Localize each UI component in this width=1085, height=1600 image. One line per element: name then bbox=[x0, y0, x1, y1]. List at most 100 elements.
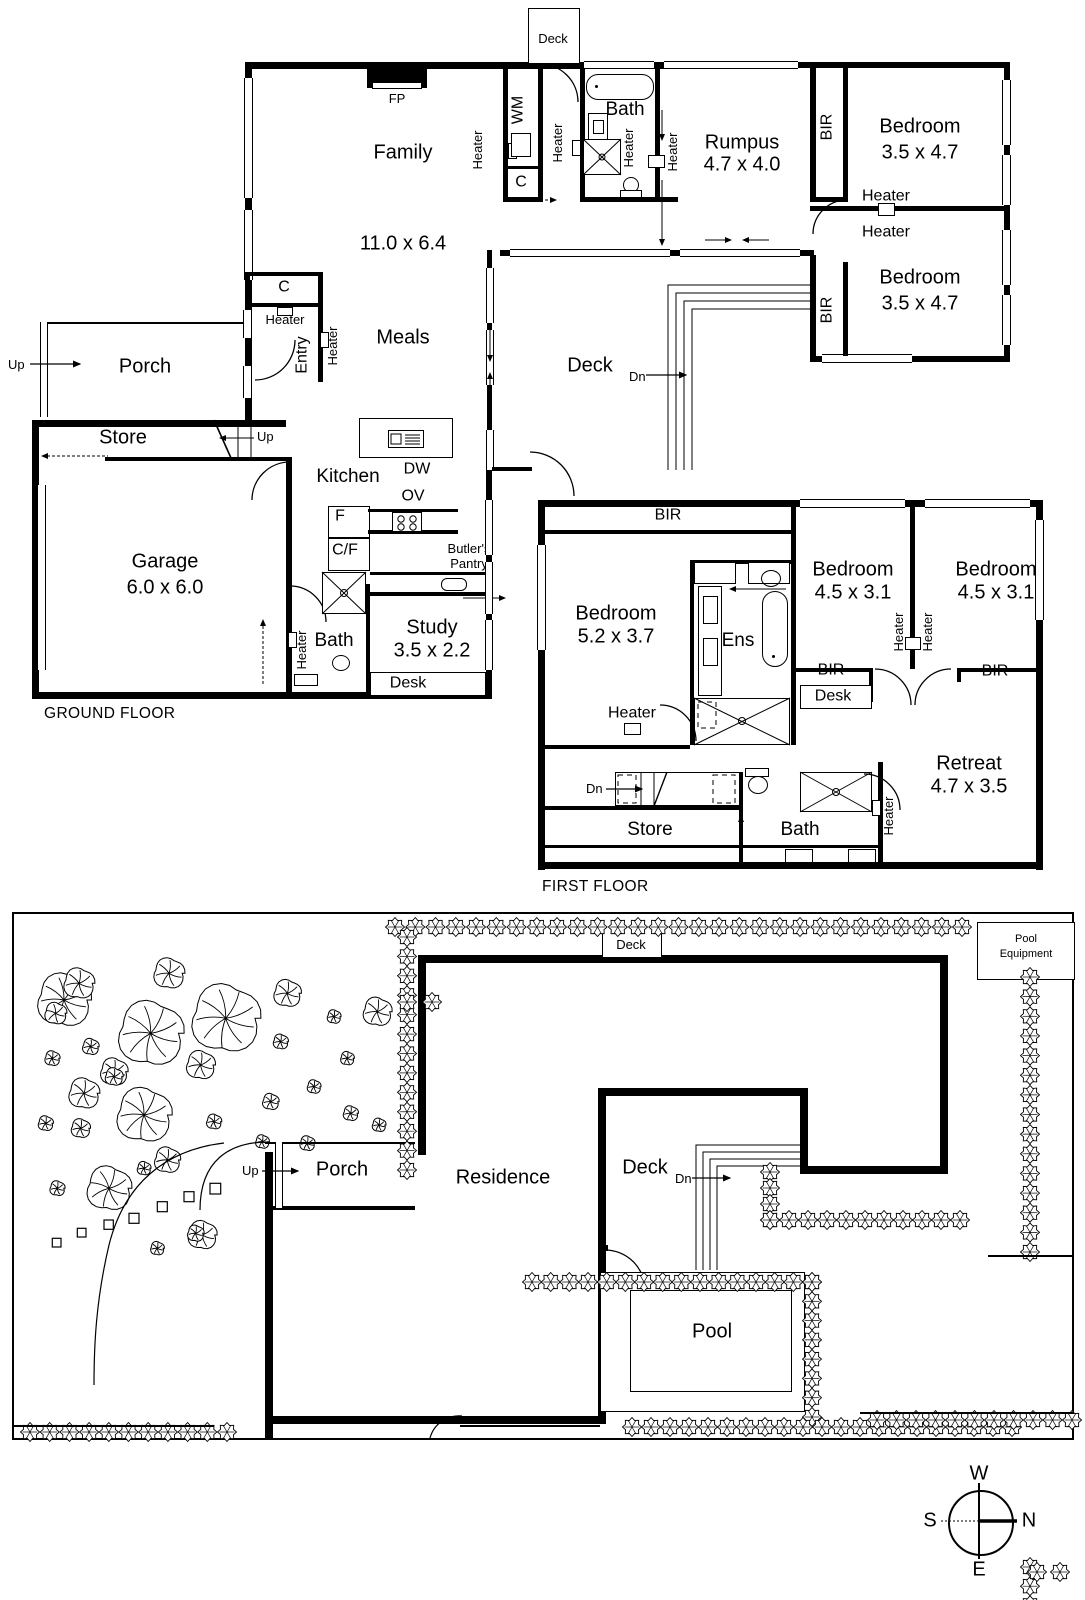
room-label-bedroom-mid: Bedroom bbox=[812, 558, 894, 581]
wall bbox=[810, 62, 816, 202]
deck-small-label: Deck bbox=[538, 31, 568, 47]
sliding-door-arrows bbox=[705, 237, 769, 243]
pool-equipment-box bbox=[977, 922, 1075, 980]
deck-stairs bbox=[667, 284, 810, 470]
basin-icon bbox=[848, 849, 876, 863]
site-label-deck-top: Deck bbox=[616, 937, 646, 953]
butlers-pantry-label-2: Pantry bbox=[450, 556, 488, 572]
deck-stairs bbox=[695, 1144, 806, 1270]
heater-icon bbox=[572, 140, 581, 156]
wall bbox=[910, 507, 915, 669]
heater-label: Heater bbox=[861, 187, 911, 205]
room-label-family: Family bbox=[373, 141, 433, 164]
wall bbox=[598, 1088, 606, 1424]
first-floor-label: FIRST FLOOR bbox=[542, 878, 649, 895]
porch-rail bbox=[275, 1142, 283, 1208]
heater-icon bbox=[648, 155, 665, 168]
bench bbox=[370, 592, 488, 596]
window bbox=[1002, 155, 1011, 205]
wall bbox=[32, 420, 39, 698]
cupboard-label: C bbox=[515, 173, 527, 191]
pool-equipment-label-1: Pool bbox=[1014, 933, 1038, 946]
wall bbox=[545, 845, 740, 848]
wall bbox=[1036, 500, 1043, 870]
window bbox=[485, 500, 493, 555]
window bbox=[243, 310, 252, 338]
window bbox=[1002, 230, 1011, 285]
window bbox=[486, 430, 494, 470]
window bbox=[485, 562, 493, 614]
room-label-bedroom-right: Bedroom bbox=[955, 558, 1037, 581]
dw-label: DW bbox=[403, 460, 431, 478]
wall bbox=[105, 457, 290, 461]
door-swing-icon bbox=[659, 704, 697, 742]
dn-arrow bbox=[646, 371, 688, 379]
store-arrow bbox=[41, 453, 108, 459]
wall bbox=[690, 560, 694, 745]
window bbox=[800, 499, 905, 508]
up-arrow bbox=[219, 435, 254, 441]
site-label-pool: Pool bbox=[691, 1320, 733, 1343]
heater-icon bbox=[905, 637, 921, 650]
wall bbox=[843, 262, 848, 356]
bir-label-top: BIR bbox=[654, 506, 682, 524]
path-curve bbox=[199, 1141, 269, 1211]
site-line bbox=[460, 1425, 600, 1427]
window bbox=[510, 249, 670, 257]
porch-edge bbox=[265, 1142, 415, 1144]
compass-needle-icon bbox=[941, 1483, 1017, 1559]
heater-label: Heater bbox=[621, 128, 637, 168]
bench bbox=[368, 509, 458, 512]
wall bbox=[810, 62, 1010, 68]
site-boundary bbox=[12, 912, 1074, 1440]
room-dims-bedroom-right: 4.5 x 3.1 bbox=[957, 581, 1035, 604]
door-swing-icon bbox=[289, 585, 327, 623]
window bbox=[1002, 80, 1011, 145]
wall bbox=[810, 197, 848, 202]
bir-label: BIR bbox=[818, 113, 836, 141]
bir-label-mid: BIR bbox=[817, 661, 845, 679]
door-swing-icon bbox=[539, 63, 579, 103]
cf-label: C/F bbox=[332, 541, 358, 559]
dn-arrow bbox=[692, 1174, 732, 1182]
window bbox=[925, 499, 1030, 508]
room-label-deck: Deck bbox=[567, 354, 613, 377]
basin-icon bbox=[593, 120, 604, 134]
dn-label: Dn bbox=[629, 369, 646, 384]
butlers-pantry-label-1: Butler's bbox=[447, 541, 491, 557]
site-line bbox=[988, 1255, 1074, 1257]
window bbox=[680, 249, 800, 257]
wall bbox=[800, 1088, 808, 1174]
wall bbox=[503, 62, 508, 202]
room-label-retreat: Retreat bbox=[936, 752, 1002, 775]
shower-cross-icon bbox=[582, 138, 622, 176]
wall bbox=[286, 457, 292, 697]
ov-label: OV bbox=[401, 487, 425, 505]
window bbox=[243, 366, 252, 398]
site-label-residence: Residence bbox=[455, 1166, 551, 1189]
cooktop-burners-icon bbox=[397, 515, 417, 531]
wall bbox=[580, 197, 678, 202]
room-dims-rumpus: 4.7 x 4.0 bbox=[703, 153, 781, 176]
coolroom-freezer-icon bbox=[328, 538, 370, 571]
wall bbox=[508, 166, 543, 169]
wall bbox=[545, 806, 740, 810]
wall bbox=[743, 845, 878, 848]
basin-icon bbox=[703, 596, 718, 624]
wall bbox=[957, 668, 961, 682]
wall bbox=[265, 1416, 600, 1424]
wall bbox=[545, 745, 690, 749]
room-label-meals: Meals bbox=[376, 326, 430, 349]
bathtub-drain-icon bbox=[595, 85, 598, 88]
wall bbox=[32, 692, 492, 699]
garden-trees bbox=[37, 957, 393, 1386]
compass-label-right: N bbox=[1021, 1509, 1037, 1532]
room-label-bath-upper: Bath bbox=[605, 99, 645, 121]
room-dims-master: 5.2 x 3.7 bbox=[577, 625, 655, 648]
wall bbox=[366, 584, 370, 694]
cupboard-label: C bbox=[278, 278, 290, 296]
window bbox=[822, 354, 912, 363]
porch-edge bbox=[40, 322, 250, 324]
room-label-bedroom-1: Bedroom bbox=[879, 115, 961, 138]
fp-label: FP bbox=[388, 91, 406, 107]
